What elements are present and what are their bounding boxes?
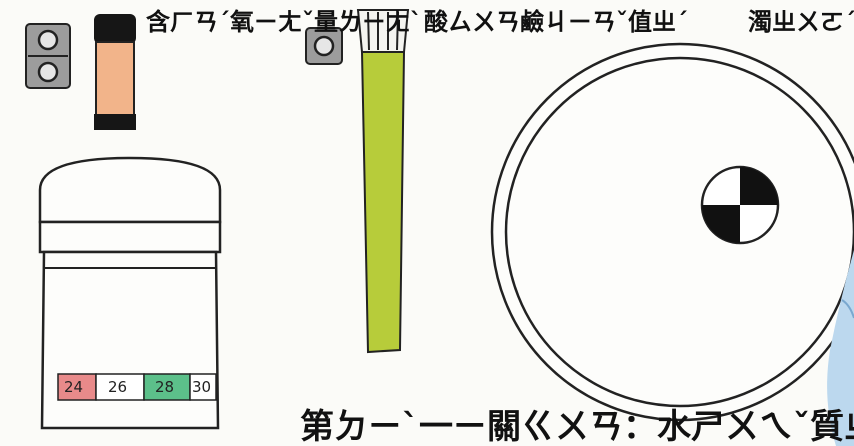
temperature-strip: [57, 373, 217, 401]
secchi-disk-icon: [490, 42, 854, 422]
oxygen-kit-icon: [25, 23, 71, 89]
dissolved-oxygen-label: 含ㄏㄢˊ氧ㄧㄤˇ量ㄌㄧㄤˋ: [146, 8, 422, 36]
temperature-value: 24: [64, 378, 84, 396]
thermometer-jar-icon: [38, 156, 222, 430]
oxygen-vial-icon: [94, 14, 136, 130]
ph-test-strip-icon: [356, 9, 410, 354]
temperature-value: 28: [155, 378, 175, 396]
water-splash: [827, 250, 854, 446]
temperature-value: 26: [108, 378, 128, 396]
ph-kit-icon: [305, 27, 343, 65]
ph-value-label: 酸ㄙㄨㄢ鹼ㄐㄧㄢˇ值ㄓˊ: [424, 8, 688, 36]
page-title: 第ㄉㄧˋ一ㄧ關ㄍㄨㄢ：水ㄕㄨㄟˇ質ㄓˊ檢ㄐㄧㄢˇ測ㄘㄜˋ: [300, 407, 854, 446]
temperature-value: 30: [192, 378, 212, 396]
turbidity-label: 濁ㄓㄨㄛˊ度ㄉㄨˋ: [748, 8, 854, 36]
